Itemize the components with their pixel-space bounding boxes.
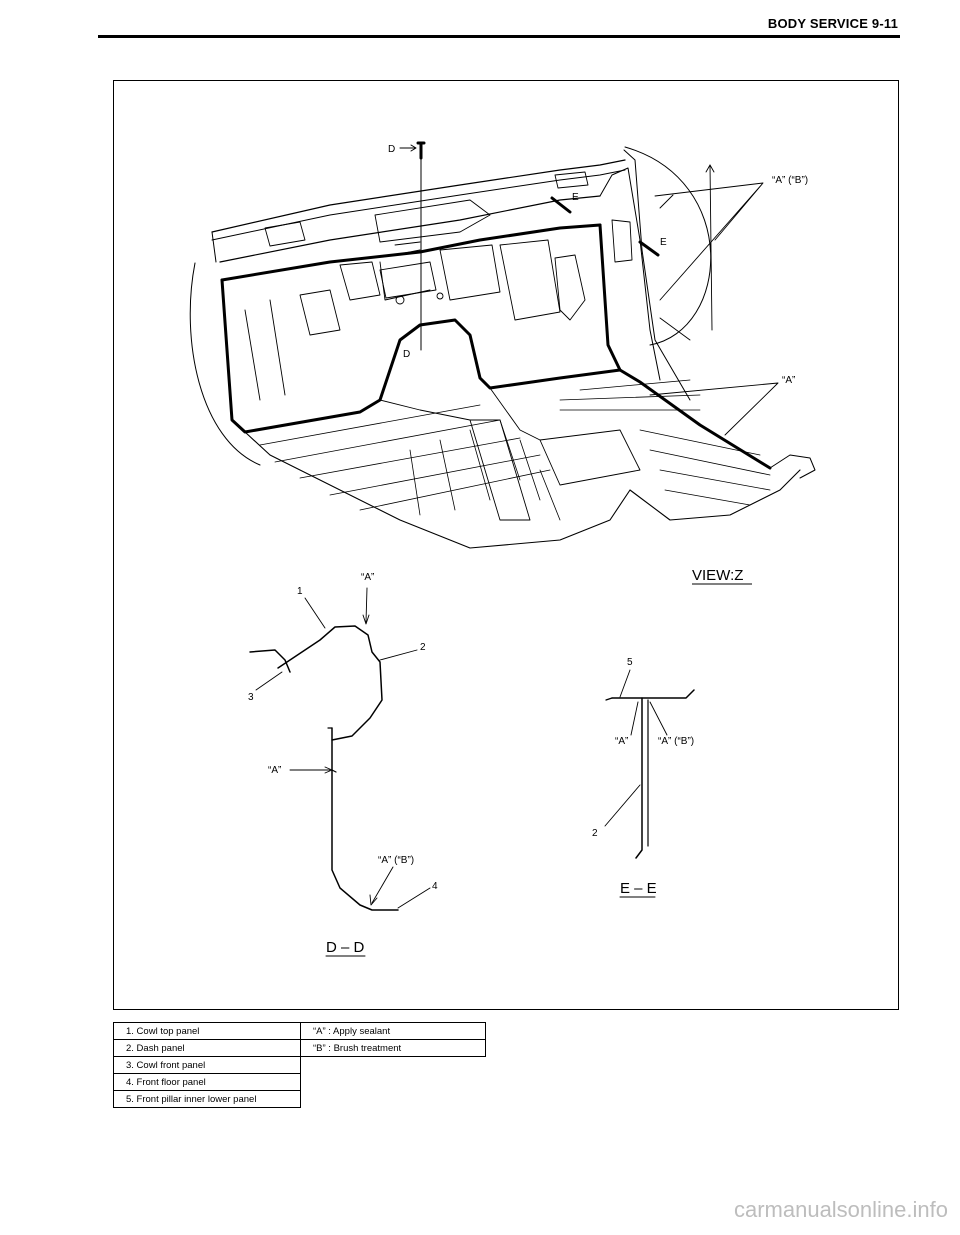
section-label-d-mid: D [403, 349, 410, 360]
callout-a-right: “A” [782, 375, 795, 386]
floor-dash-assembly-drawing [189, 141, 816, 549]
legend-row: 5. Front pillar inner lower panel [113, 1090, 486, 1108]
legend-part: 1. Cowl top panel [113, 1022, 301, 1040]
parts-legend-table: 1. Cowl top panel “A” : Apply sealant 2.… [113, 1022, 486, 1108]
legend-part: 3. Cowl front panel [113, 1056, 301, 1074]
dd-callout-2: 2 [420, 642, 426, 653]
ee-section-title: E – E [620, 880, 657, 897]
dd-callout-a-mid: “A” [268, 765, 281, 776]
legend-empty-cell [301, 1057, 486, 1074]
dd-callout-3: 3 [248, 692, 254, 703]
section-e-e-drawing [604, 669, 695, 898]
ee-callout-2: 2 [592, 828, 598, 839]
legend-note: “B” : Brush treatment [300, 1039, 486, 1057]
ee-callout-5: 5 [627, 657, 633, 668]
legend-empty-cell [301, 1074, 486, 1091]
legend-row: 4. Front floor panel [113, 1073, 486, 1091]
figure-frame [113, 80, 899, 1010]
section-label-e-1: E [572, 192, 579, 203]
page-header-title: BODY SERVICE 9-11 [767, 16, 898, 31]
legend-part: 2. Dash panel [113, 1039, 301, 1057]
section-label-e-2: E [660, 237, 667, 248]
site-watermark: carmanualsonline.info [733, 1197, 948, 1222]
section-d-d-drawing [249, 587, 431, 957]
section-label-d-top: D [388, 144, 395, 155]
legend-part: 5. Front pillar inner lower panel [113, 1090, 301, 1108]
header-rule [98, 35, 900, 38]
legend-row: 1. Cowl top panel “A” : Apply sealant [113, 1022, 486, 1040]
dd-callout-4: 4 [432, 881, 438, 892]
ee-callout-a-b: “A” (“B”) [658, 736, 694, 747]
ee-callout-a: “A” [615, 736, 628, 747]
legend-empty-cell [301, 1091, 486, 1108]
view-z-title: VIEW:Z [692, 567, 743, 584]
dd-callout-1: 1 [297, 586, 303, 597]
legend-part: 4. Front floor panel [113, 1073, 301, 1091]
dd-callout-a-b: “A” (“B”) [378, 855, 414, 866]
legend-row: 3. Cowl front panel [113, 1056, 486, 1074]
legend-row: 2. Dash panel “B” : Brush treatment [113, 1039, 486, 1057]
dd-section-title: D – D [326, 939, 365, 956]
callout-a-b-top: “A” (“B”) [772, 175, 808, 186]
legend-note: “A” : Apply sealant [300, 1022, 486, 1040]
dd-callout-a-top: “A” [361, 572, 374, 583]
